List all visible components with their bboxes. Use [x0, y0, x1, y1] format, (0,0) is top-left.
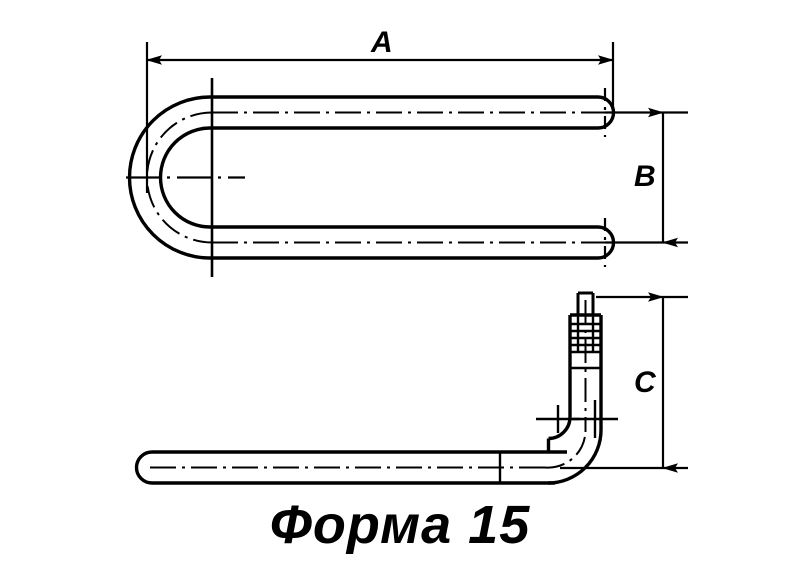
elbow-centerline-arc	[544, 429, 587, 469]
top-view-group	[126, 42, 688, 277]
elbow-inner-arc	[548, 416, 572, 441]
side-tube-left-end-cap	[134, 450, 153, 485]
dimension-a-label: A	[371, 26, 393, 59]
dimension-b-label: B	[634, 160, 656, 193]
side-view-group	[134, 291, 688, 485]
dimension-a-group	[145, 42, 615, 193]
u-bend-inner-arc	[158, 126, 211, 229]
dimension-c-label: C	[634, 366, 656, 399]
u-bend-centerline-arc	[146, 111, 213, 244]
form-caption: Форма 15	[269, 495, 531, 555]
dimension-c-group	[560, 292, 688, 473]
dimension-b-group	[605, 107, 688, 248]
terminal-assembly	[568, 291, 603, 370]
